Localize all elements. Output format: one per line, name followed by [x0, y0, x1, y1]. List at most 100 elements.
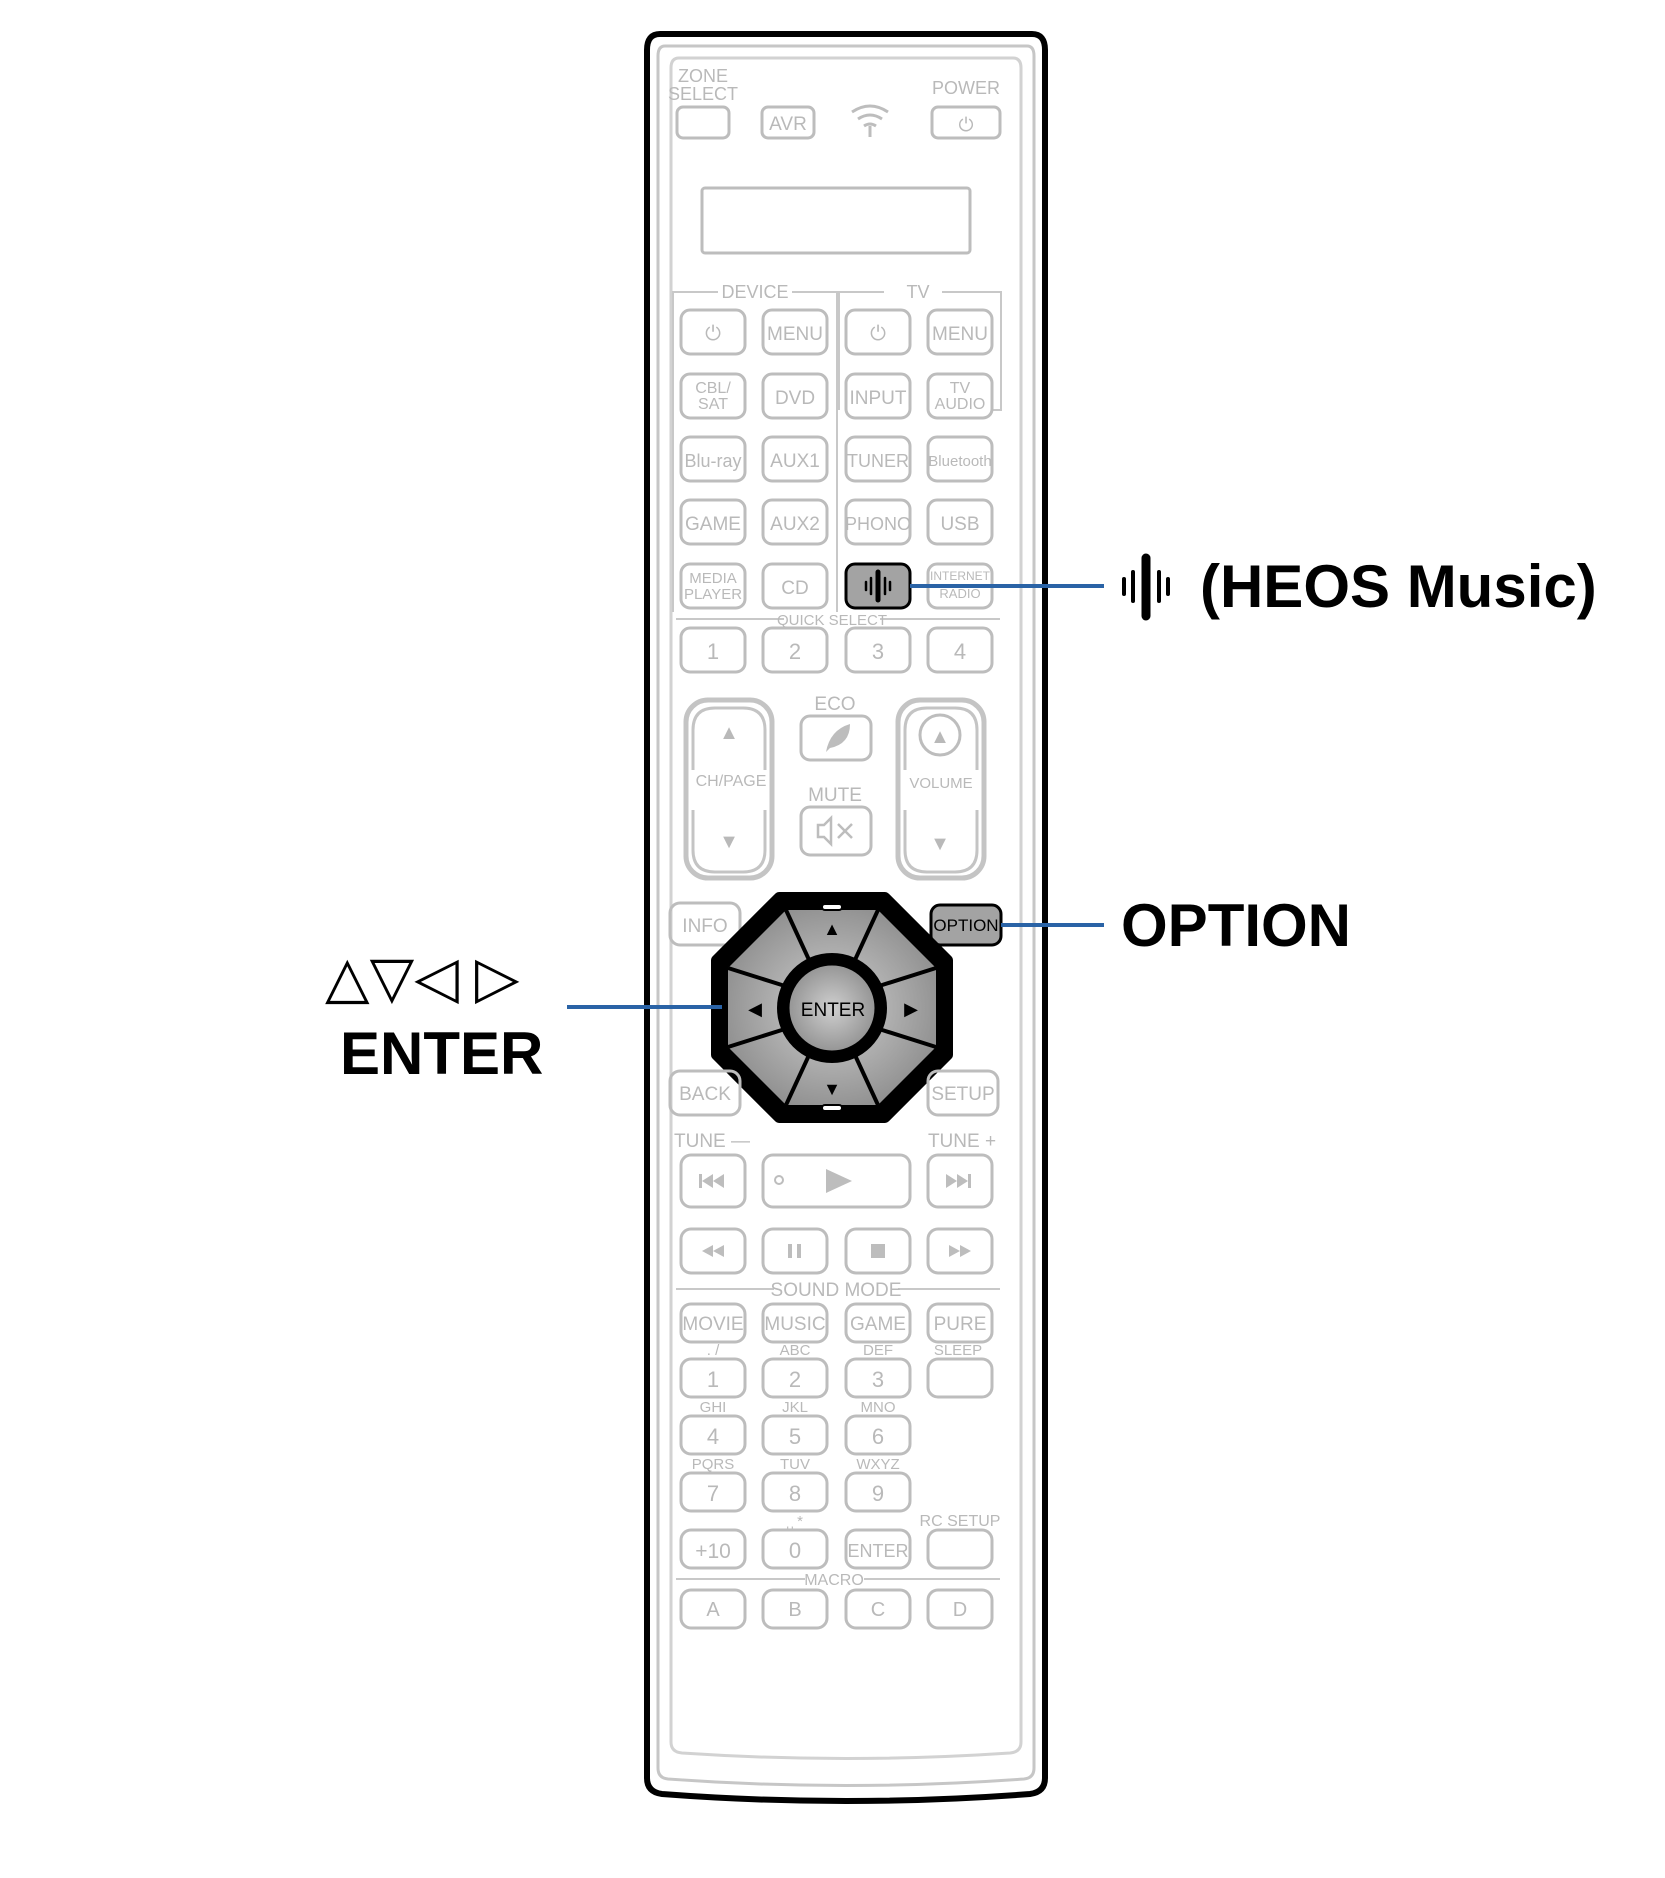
key-5-button[interactable]: [761, 1414, 829, 1456]
tv-group-label: TV: [906, 282, 929, 302]
key-4-digit: 4: [707, 1424, 719, 1449]
dpad-down-arrow[interactable]: ▼: [823, 1079, 841, 1099]
bluray-label: Blu-ray: [684, 451, 741, 471]
usb-label: USB: [940, 514, 979, 535]
plus10-button[interactable]: [679, 1528, 747, 1570]
device-menu-button[interactable]: [761, 308, 829, 356]
play-icon: [826, 1169, 852, 1193]
quick-select-4-button[interactable]: [926, 626, 994, 674]
cd-button[interactable]: [761, 562, 829, 610]
bluray-button[interactable]: [679, 435, 747, 483]
quick-select-3-button[interactable]: [844, 626, 912, 674]
macro-d-button[interactable]: [926, 1588, 994, 1630]
key-3-button[interactable]: [844, 1357, 912, 1399]
sleep-button[interactable]: [926, 1357, 994, 1399]
dvd-button[interactable]: [761, 372, 829, 420]
media-player-label: MEDIA: [689, 570, 737, 587]
key-9-button[interactable]: [844, 1471, 912, 1513]
macro-c-button[interactable]: [844, 1588, 912, 1630]
volume-rocker[interactable]: ▲ VOLUME ▼: [895, 697, 987, 881]
avr-button[interactable]: [760, 105, 816, 140]
key-2-button[interactable]: [761, 1357, 829, 1399]
eco-button[interactable]: [799, 714, 873, 762]
dpad-right-arrow[interactable]: ▶: [904, 999, 918, 1019]
info-button[interactable]: [668, 901, 742, 947]
key-3-digit: 3: [872, 1367, 884, 1392]
tv-audio-label-2: AUDIO: [935, 396, 986, 413]
usb-button[interactable]: [926, 498, 994, 546]
movie-button[interactable]: [679, 1302, 747, 1344]
quick-select-2-button[interactable]: [761, 626, 829, 674]
ch-down-arrow[interactable]: ▼: [719, 831, 739, 853]
key-4-button[interactable]: [679, 1414, 747, 1456]
skip-back-button[interactable]: [679, 1153, 747, 1209]
volume-up-arrow[interactable]: ▲: [930, 726, 950, 748]
game-mode-button[interactable]: [844, 1302, 912, 1344]
display-window: [700, 186, 972, 255]
pause-button[interactable]: [761, 1227, 829, 1275]
volume-down-arrow[interactable]: ▼: [930, 833, 950, 855]
option-button-label: OPTION: [933, 916, 998, 935]
tv-power-button[interactable]: [844, 308, 912, 356]
stop-button[interactable]: [844, 1227, 912, 1275]
mute-label: MUTE: [808, 785, 862, 806]
quick-select-1-button[interactable]: [679, 626, 747, 674]
rewind-button[interactable]: [679, 1227, 747, 1275]
input-button[interactable]: [844, 372, 912, 420]
macro-b-button[interactable]: [761, 1588, 829, 1630]
play-button[interactable]: [761, 1153, 912, 1209]
aux1-button[interactable]: [761, 435, 829, 483]
key-8-button[interactable]: [761, 1471, 829, 1513]
key-6-letters: MNO: [861, 1399, 896, 1416]
fast-forward-icon: [949, 1245, 971, 1257]
cbl-sat-button[interactable]: [679, 372, 747, 420]
ch-up-arrow[interactable]: ▲: [719, 722, 739, 744]
fast-forward-button[interactable]: [926, 1227, 994, 1275]
power-icon: ⏻: [958, 115, 973, 136]
tuner-button[interactable]: [844, 435, 912, 483]
key-1-letters: . /: [707, 1342, 720, 1359]
skip-forward-button[interactable]: [926, 1153, 994, 1209]
top-row: ZONE SELECT AVR POWER ⏻: [668, 66, 1002, 140]
device-power-button[interactable]: [679, 308, 747, 356]
enter-button[interactable]: [786, 962, 878, 1054]
macro-label: MACRO: [804, 1572, 864, 1589]
zone-select-label: ZONE: [678, 66, 728, 86]
cbl-sat-label: CBL/: [695, 380, 731, 397]
macro-group: MACRO A B C D: [676, 1572, 1000, 1630]
numpad-enter-button[interactable]: [844, 1528, 912, 1570]
music-button[interactable]: [761, 1302, 829, 1344]
key-1-button[interactable]: [679, 1357, 747, 1399]
key-6-button[interactable]: [844, 1414, 912, 1456]
quick-select-1-label: 1: [707, 639, 719, 664]
cursor-pad[interactable]: ▲ ▼ ◀ ▶ ENTER: [711, 892, 953, 1123]
power-button[interactable]: [930, 105, 1002, 140]
bluetooth-button[interactable]: [926, 435, 994, 483]
aux2-label: AUX2: [770, 514, 820, 535]
tv-menu-label: MENU: [932, 324, 988, 345]
mute-button[interactable]: [799, 805, 873, 857]
device-power-icon: ⏻: [705, 323, 721, 345]
dpad-left-arrow[interactable]: ◀: [748, 999, 762, 1019]
macro-c-label: C: [871, 1599, 885, 1621]
media-player-button[interactable]: [679, 562, 747, 610]
rc-setup-button[interactable]: [926, 1528, 994, 1570]
ch-page-rocker[interactable]: ▲ CH/PAGE ▼: [683, 697, 775, 881]
key-7-button[interactable]: [679, 1471, 747, 1513]
tv-audio-button[interactable]: [926, 372, 994, 420]
transport-keys: TUNE — TUNE +: [674, 1131, 996, 1275]
back-button[interactable]: [668, 1069, 742, 1117]
setup-button[interactable]: [926, 1069, 1000, 1117]
tv-menu-button[interactable]: [926, 308, 994, 356]
macro-a-button[interactable]: [679, 1588, 747, 1630]
setup-label: SETUP: [931, 1084, 994, 1105]
quick-select-3-label: 3: [872, 639, 884, 664]
zone-select-button[interactable]: [675, 105, 731, 140]
key-0-button[interactable]: [761, 1528, 829, 1570]
phono-button[interactable]: [844, 498, 912, 546]
sound-mode-group: SOUND MODE MOVIE MUSIC GAME PURE: [676, 1280, 1000, 1344]
game-source-button[interactable]: [679, 498, 747, 546]
dpad-up-arrow[interactable]: ▲: [823, 919, 841, 939]
aux2-button[interactable]: [761, 498, 829, 546]
pure-button[interactable]: [926, 1302, 994, 1344]
